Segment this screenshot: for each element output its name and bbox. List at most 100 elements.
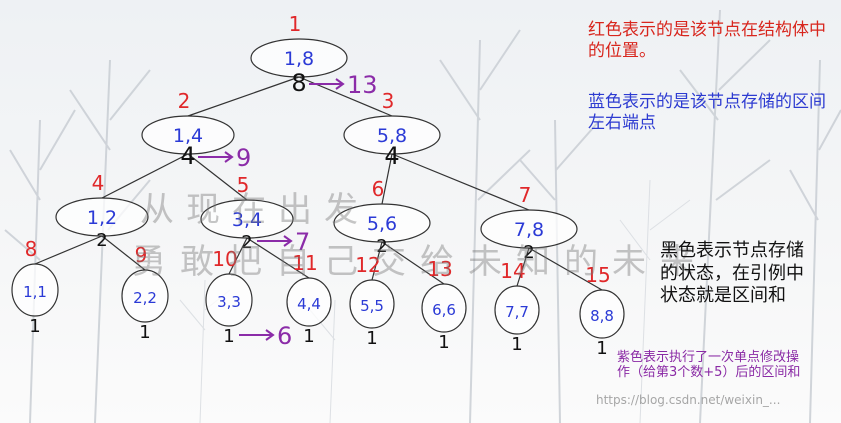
node-ellipse — [579, 289, 625, 339]
node-range-label: 1,2 — [87, 207, 117, 229]
node-index-label: 7 — [519, 183, 532, 207]
node-ellipse — [333, 203, 431, 243]
node-index-label: 11 — [292, 251, 317, 275]
watermark-text-line1: 从现在出发 — [140, 190, 370, 230]
tree-edge — [381, 241, 445, 285]
node-sum-label: 2 — [96, 230, 107, 251]
tree-node-15: 158,81 — [579, 263, 625, 359]
node-updated-sum-label: 13 — [347, 71, 378, 99]
update-arrowhead — [335, 78, 345, 90]
node-index-label: 9 — [135, 243, 148, 267]
node-sum-label: 4 — [384, 142, 399, 170]
node-ellipse — [11, 263, 59, 317]
node-ellipse — [200, 199, 294, 239]
node-range-label: 3,4 — [232, 209, 262, 231]
node-range-label: 4,4 — [297, 295, 321, 313]
blue-legend-note: 蓝色表示的是该节点存储的区间左右端点 — [588, 92, 826, 134]
node-index-label: 12 — [355, 253, 380, 277]
node-sum-label: 1 — [438, 332, 449, 353]
node-sum-label: 2 — [241, 232, 252, 253]
node-ellipse — [205, 273, 253, 327]
node-sum-label: 2 — [376, 236, 387, 257]
tree-edge — [101, 153, 189, 199]
node-updated-sum-label: 9 — [236, 144, 251, 172]
tree-edge — [101, 235, 146, 271]
tree-edge — [246, 237, 310, 279]
node-range-label: 5,6 — [367, 213, 397, 235]
tree-node-6: 65,62 — [333, 177, 431, 257]
tree-edge — [391, 153, 530, 211]
node-range-label: 8,8 — [590, 307, 614, 325]
node-ellipse — [494, 285, 540, 335]
tree-node-1: 1 1,88 13 — [250, 12, 378, 99]
tree-edges — [34, 76, 603, 291]
tree-node-2: 2 1,44 9 — [141, 89, 251, 172]
node-ellipse — [343, 115, 441, 155]
node-sum-label: 2 — [523, 242, 534, 263]
node-ellipse — [286, 277, 332, 327]
tree-edge — [298, 76, 393, 117]
update-arrowhead — [283, 235, 293, 247]
tree-edge — [187, 76, 300, 117]
tree-edge — [381, 153, 393, 205]
tree-edge — [371, 241, 383, 281]
node-index-label: 1 — [289, 12, 302, 36]
blog-url-watermark: https://blog.csdn.net/weixin_... — [596, 393, 781, 407]
tree-node-13: 136,61 — [421, 257, 467, 353]
node-index-label: 13 — [427, 257, 452, 281]
red-legend-note: 红色表示的是该节点在结构体中的位置。 — [588, 20, 826, 62]
tree-edge — [228, 237, 248, 275]
node-ellipse — [421, 283, 467, 333]
node-range-label: 1,1 — [23, 283, 47, 301]
node-index-label: 3 — [382, 89, 395, 113]
node-sum-label: 1 — [139, 322, 150, 343]
update-arrowhead — [224, 151, 234, 163]
node-range-label: 7,7 — [505, 303, 529, 321]
tree-node-8: 81,11 — [11, 237, 59, 337]
tree-edge — [34, 235, 103, 265]
tree-edge — [516, 247, 530, 287]
node-sum-label: 8 — [291, 69, 306, 97]
node-ellipse — [55, 197, 149, 237]
node-range-label: 5,5 — [360, 297, 384, 315]
node-ellipse — [480, 209, 578, 249]
node-index-label: 8 — [25, 237, 38, 261]
node-sum-label: 1 — [511, 334, 522, 355]
node-range-label: 1,8 — [284, 48, 314, 70]
purple-legend-note: 紫色表示执行了一次单点修改操作（给第3个数+5）后的区间和 — [617, 350, 801, 381]
node-index-label: 15 — [585, 263, 610, 287]
update-arrowhead — [265, 329, 275, 341]
tree-edge — [187, 153, 248, 201]
node-index-label: 2 — [178, 89, 191, 113]
tree-node-9: 92,21 — [121, 243, 169, 343]
tree-node-3: 35,84 — [343, 89, 441, 170]
node-sum-label: 4 — [180, 142, 195, 170]
node-ellipse — [250, 38, 348, 78]
node-sum-label: 1 — [596, 338, 607, 359]
node-sum-label: 1 — [366, 328, 377, 349]
tree-node-11: 114,41 — [286, 251, 332, 347]
tree-node-7: 77,82 — [480, 183, 578, 263]
node-sum-label: 1 — [303, 326, 314, 347]
node-range-label: 5,8 — [377, 125, 407, 147]
node-index-label: 14 — [500, 259, 525, 283]
node-updated-sum-label: 6 — [277, 322, 292, 350]
node-range-label: 1,4 — [173, 125, 203, 147]
node-index-label: 5 — [237, 173, 250, 197]
node-updated-sum-label: 7 — [295, 228, 310, 256]
node-sum-label: 1 — [223, 326, 234, 347]
node-range-label: 7,8 — [514, 219, 544, 241]
node-ellipse — [121, 269, 169, 323]
node-ellipse — [141, 115, 235, 155]
black-legend-note: 黑色表示节点存储的状态，在引例中状态就是区间和 — [660, 240, 804, 306]
tree-edge — [528, 247, 603, 291]
node-range-label: 2,2 — [133, 289, 157, 307]
tree-node-14: 147,71 — [494, 259, 540, 355]
node-index-label: 10 — [212, 247, 237, 271]
tree-node-4: 41,22 — [55, 171, 149, 251]
tree-node-12: 125,51 — [349, 253, 395, 349]
node-index-label: 4 — [92, 171, 105, 195]
